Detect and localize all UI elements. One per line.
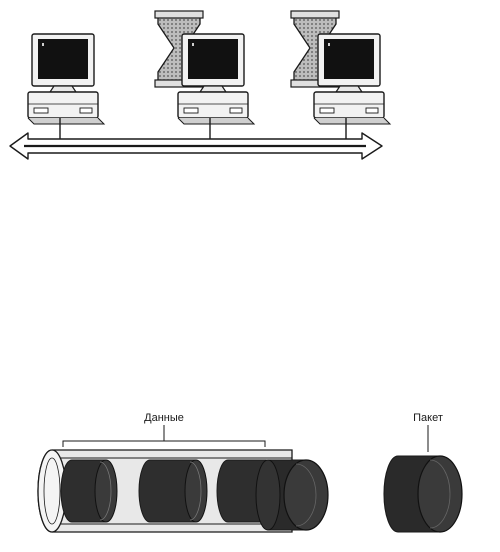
packet-label: Пакет: [413, 412, 443, 424]
data-segment: [60, 459, 118, 523]
bus-connectors: [59, 118, 347, 140]
computer-icon: [27, 33, 105, 125]
data-segment: [138, 459, 208, 523]
packet-cylinder: [383, 455, 463, 533]
data-label: Данные: [144, 412, 184, 424]
bus-network: [9, 10, 391, 160]
data-bracket: [62, 425, 266, 447]
computer-icon: [313, 33, 391, 125]
data-end-cylinder: [255, 459, 329, 531]
bus-cable-arrow: [9, 132, 383, 160]
data-segment: [216, 459, 267, 523]
packet-diagram: Данные: [37, 412, 463, 533]
computer-icon: [177, 33, 255, 125]
